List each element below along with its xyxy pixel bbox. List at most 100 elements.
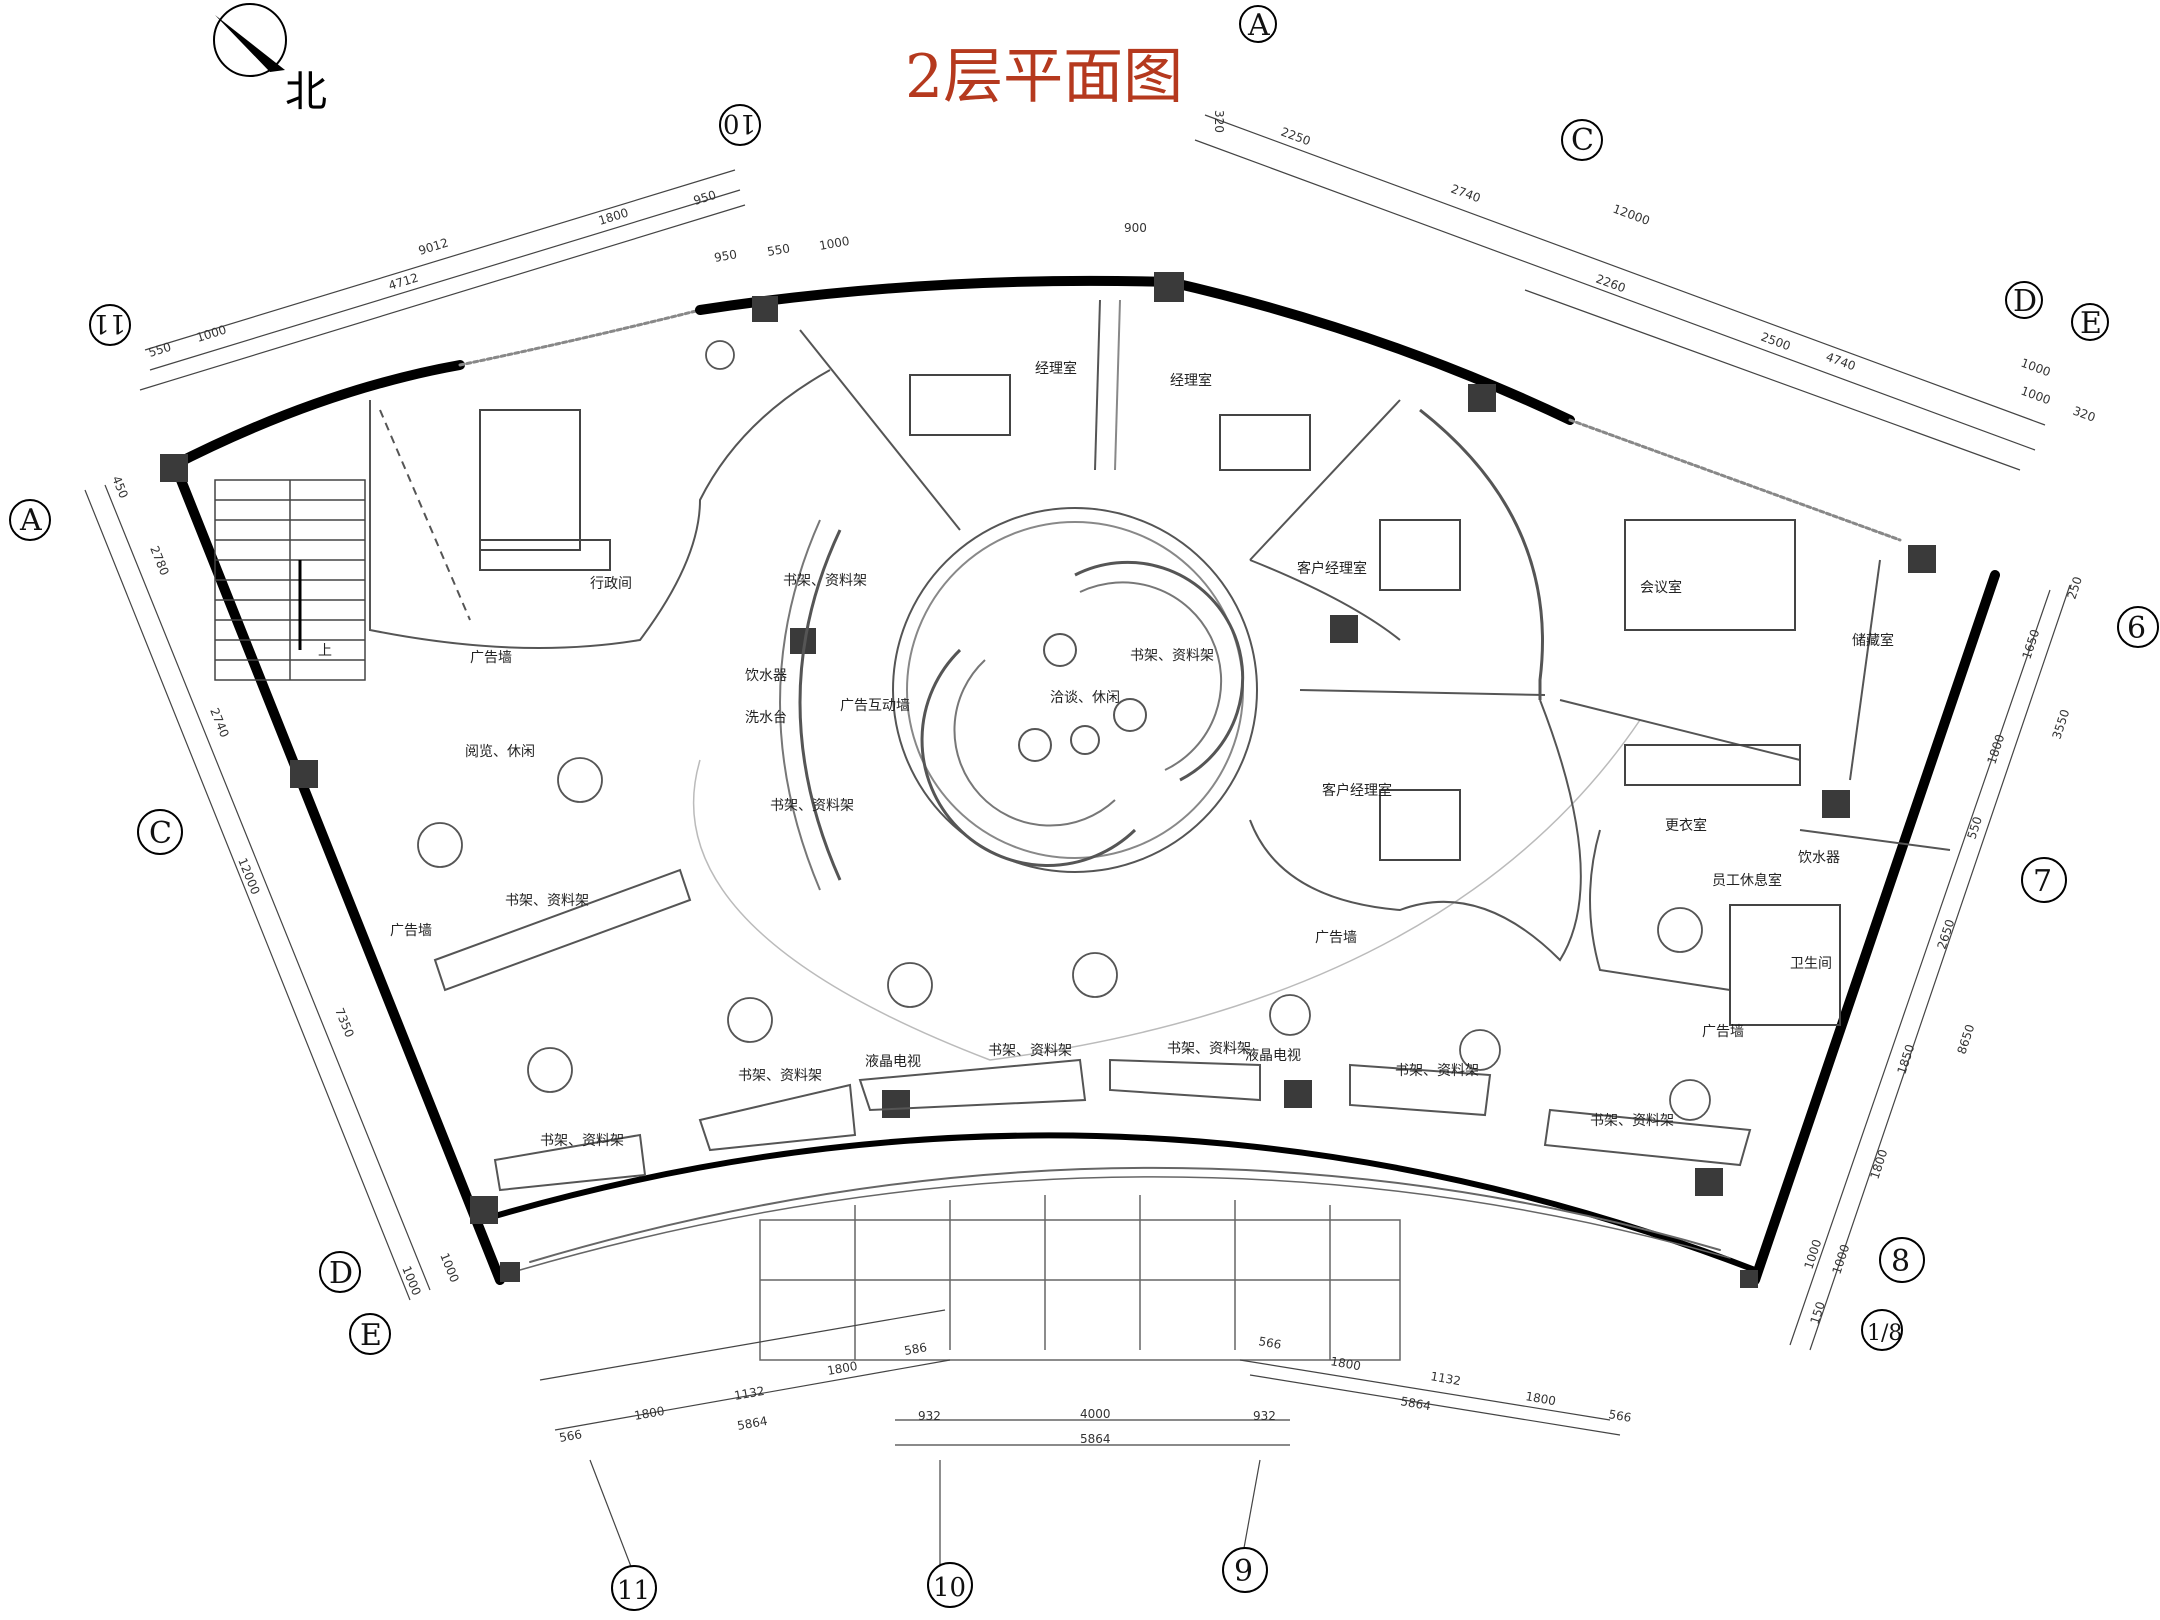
room-label-wash: 洗水台 <box>745 710 787 726</box>
dimension-value: 4000 <box>1080 1407 1111 1421</box>
dimension-value: 1650 <box>2020 628 2043 661</box>
room-label-shelf: 书架、资料架 <box>540 1133 624 1149</box>
dimension-value: 932 <box>1253 1409 1276 1423</box>
axis-bubble-11 <box>611 1565 657 1611</box>
axis-bubble-8 <box>1879 1237 1925 1283</box>
wall-bottom-outer-arc-2 <box>519 1176 1731 1271</box>
room-label-ad-wall: 广告墙 <box>470 650 512 666</box>
axis-label: D <box>2013 284 2037 319</box>
shelves <box>433 868 1752 1192</box>
room-label-toilet: 卫生间 <box>1790 956 1832 972</box>
dimension-value: 950 <box>713 247 738 265</box>
axis-label: E <box>2080 306 2102 341</box>
axis-bubble-9 <box>1222 1547 1268 1593</box>
column <box>752 296 778 322</box>
room-label-changing: 更衣室 <box>1665 817 1707 834</box>
axis-bubble-d-left <box>319 1251 361 1293</box>
room-label-shelf: 书架、资料架 <box>1395 1063 1479 1079</box>
dimension-value: 1800 <box>633 1404 666 1423</box>
dimension-value: 1000 <box>2019 356 2052 380</box>
axis-bubble-d-top <box>2005 281 2043 319</box>
room-label-shelf: 书架、资料架 <box>505 893 589 909</box>
axis-label: A <box>19 503 42 538</box>
column <box>1695 1168 1723 1196</box>
dimension-value: 932 <box>918 1409 941 1423</box>
center-rotunda <box>692 507 1641 1061</box>
dimension-value: 1800 <box>1524 1389 1557 1408</box>
axis-bubble-c-left <box>137 809 183 855</box>
office-partition <box>369 369 831 649</box>
dimension-value: 1132 <box>733 1384 766 1403</box>
dimension-value: 12000 <box>1611 202 1652 228</box>
room-labels: 行政间 广告墙 阅览、休闲 书架、资料架 广告墙 经理室 经理室 客户经理室 客… <box>318 360 1894 1149</box>
wall-top-glass-left <box>458 308 702 367</box>
axis-bubble-a-left <box>9 499 51 541</box>
axis-label: 1/8 <box>1867 1321 1902 1346</box>
axis-label: 10 <box>933 1573 966 1603</box>
axis-bubble-11-top <box>89 304 131 346</box>
room-label-center: 洽谈、休闲 <box>1050 690 1120 706</box>
outer-walls <box>165 275 2000 1285</box>
dimension-value: 150 <box>1808 1300 1828 1326</box>
column <box>1468 384 1496 412</box>
column <box>1330 615 1358 643</box>
column <box>1822 790 1850 818</box>
room-label-shelf: 书架、资料架 <box>1590 1113 1674 1129</box>
axis-label: 7 <box>2033 864 2052 899</box>
dimension-value: 450 <box>109 474 131 500</box>
axis-label: 6 <box>2127 611 2146 646</box>
wall-top-arc-left <box>165 360 465 472</box>
dimension-value: 2260 <box>1594 272 1627 296</box>
dimension-value: 1132 <box>1429 1369 1462 1388</box>
dimension-value: 9012 <box>417 236 450 258</box>
dimension-value: 2780 <box>147 544 171 578</box>
room-label-client-manager: 客户经理室 <box>1322 782 1392 799</box>
room-label-interactive: 广告互动墙 <box>840 698 910 714</box>
axis-bubble-10-top <box>719 104 761 146</box>
dimension-value: 5864 <box>736 1414 769 1433</box>
room-label-storage: 储藏室 <box>1852 632 1894 649</box>
room-label-water: 饮水器 <box>1798 850 1840 866</box>
dimension-value: 1800 <box>1868 1148 1891 1181</box>
room-label-shelf: 书架、资料架 <box>1130 648 1214 664</box>
dimension-value: 550 <box>147 340 173 360</box>
room-label-staff-rest: 员工休息室 <box>1712 872 1782 889</box>
dimension-value: 566 <box>1607 1407 1632 1425</box>
dimension-value: 1000 <box>437 1251 461 1285</box>
room-label-ad-wall: 广告墙 <box>390 923 432 939</box>
dimension-text: 9012 1800 950 4712 550 1000 950 550 1000… <box>109 110 2097 1446</box>
dimension-value: 1800 <box>1985 733 2008 766</box>
dimension-value: 2740 <box>1449 182 1482 206</box>
room-label-shelf: 书架、资料架 <box>770 798 854 814</box>
dimension-value: 550 <box>1965 815 1985 841</box>
axis-labels: A C D E A C D E 6 7 8 1/8 9 10 11 10 11 <box>19 8 2146 1606</box>
dimension-value: 1850 <box>1895 1043 1918 1076</box>
room-label-client-manager: 客户经理室 <box>1297 560 1367 577</box>
axis-label: A <box>1247 8 1270 43</box>
manager-rooms <box>799 299 1582 962</box>
axis-label: C <box>1571 123 1594 158</box>
room-label-water: 饮水器 <box>745 668 787 684</box>
dimension-value: 5864 <box>1399 1394 1432 1413</box>
column <box>1908 545 1936 573</box>
dimension-value: 4740 <box>1824 350 1857 374</box>
axis-bubble-c-top <box>1561 119 1603 161</box>
dimension-value: 7350 <box>332 1006 356 1040</box>
axis-label: C <box>149 816 172 851</box>
dimension-value: 1800 <box>826 1359 859 1378</box>
dimension-value: 950 <box>692 188 718 208</box>
axis-bubble-6 <box>2117 606 2159 648</box>
wall-right-glass <box>1568 418 1902 542</box>
dimension-value: 1000 <box>818 234 851 253</box>
dimension-value: 320 <box>1212 110 1226 133</box>
dimension-value: 2740 <box>207 706 231 740</box>
column <box>500 1262 520 1282</box>
dimension-value: 566 <box>1257 1334 1282 1352</box>
axis-label: 11 <box>93 308 126 338</box>
dimension-value: 900 <box>1124 221 1147 235</box>
column <box>470 1196 498 1224</box>
table-groups <box>417 340 1711 1121</box>
wall-right-side <box>1750 570 2000 1285</box>
dimension-value: 2650 <box>1935 918 1958 951</box>
